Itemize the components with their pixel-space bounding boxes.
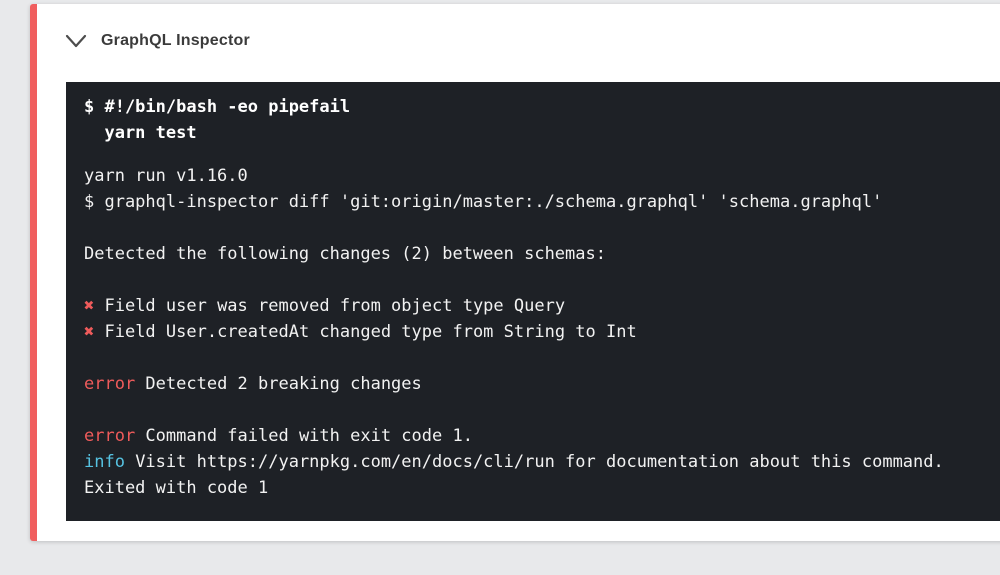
terminal-text-segment: Visit https://yarnpkg.com/en/docs/cli/ru… — [124, 452, 944, 472]
terminal-text-segment: Detected the following changes (2) betwe… — [84, 244, 606, 264]
terminal-blank-line — [84, 267, 1000, 293]
terminal-blank-line — [84, 345, 1000, 371]
terminal-line: Exited with code 1 — [84, 475, 1000, 501]
terminal-blank-line — [84, 146, 1000, 163]
terminal-line: ✖ Field User.createdAt changed type from… — [84, 319, 1000, 345]
terminal-text-segment: error — [84, 374, 136, 394]
terminal-line: $ graphql-inspector diff 'git:origin/mas… — [84, 189, 1000, 215]
terminal-output: $ #!/bin/bash -eo pipefail yarn test yarn… — [66, 82, 1000, 521]
terminal-text-segment: Exited with code 1 — [84, 478, 269, 498]
terminal-text-segment: Command failed with exit code 1. — [135, 426, 473, 446]
terminal-line: Detected the following changes (2) betwe… — [84, 241, 1000, 267]
terminal-blank-line — [84, 215, 1000, 241]
terminal-text-segment: $ graphql-inspector diff 'git:origin/mas… — [84, 192, 883, 212]
terminal-line: yarn test — [84, 120, 1000, 146]
step-header[interactable]: GraphQL Inspector — [37, 4, 1000, 54]
chevron-down-icon[interactable] — [63, 28, 89, 54]
terminal-text-segment: ✖ — [84, 322, 105, 342]
terminal-line: error Command failed with exit code 1. — [84, 423, 1000, 449]
terminal-line: info Visit https://yarnpkg.com/en/docs/c… — [84, 449, 1000, 475]
terminal-text-segment: Field User.createdAt changed type from S… — [104, 322, 637, 342]
terminal-line: $ #!/bin/bash -eo pipefail — [84, 94, 1000, 120]
terminal-text-segment: $ #!/bin/bash -eo pipefail — [84, 97, 351, 117]
terminal-line: yarn run v1.16.0 — [84, 163, 1000, 189]
terminal-text-segment: yarn test — [84, 123, 197, 143]
terminal-blank-line — [84, 397, 1000, 423]
build-step-card: GraphQL Inspector $ #!/bin/bash -eo pipe… — [30, 4, 1000, 541]
terminal-text-segment: ✖ — [84, 296, 105, 316]
terminal-text-segment: error — [84, 426, 136, 446]
terminal-text-segment: info — [84, 452, 125, 472]
terminal-text-segment: yarn run v1.16.0 — [84, 166, 248, 186]
terminal-text-segment: Detected 2 breaking changes — [135, 374, 422, 394]
terminal-line: ✖ Field user was removed from object typ… — [84, 293, 1000, 319]
terminal-text-segment: Field user was removed from object type … — [104, 296, 566, 316]
terminal-line: error Detected 2 breaking changes — [84, 371, 1000, 397]
step-title: GraphQL Inspector — [101, 32, 250, 49]
